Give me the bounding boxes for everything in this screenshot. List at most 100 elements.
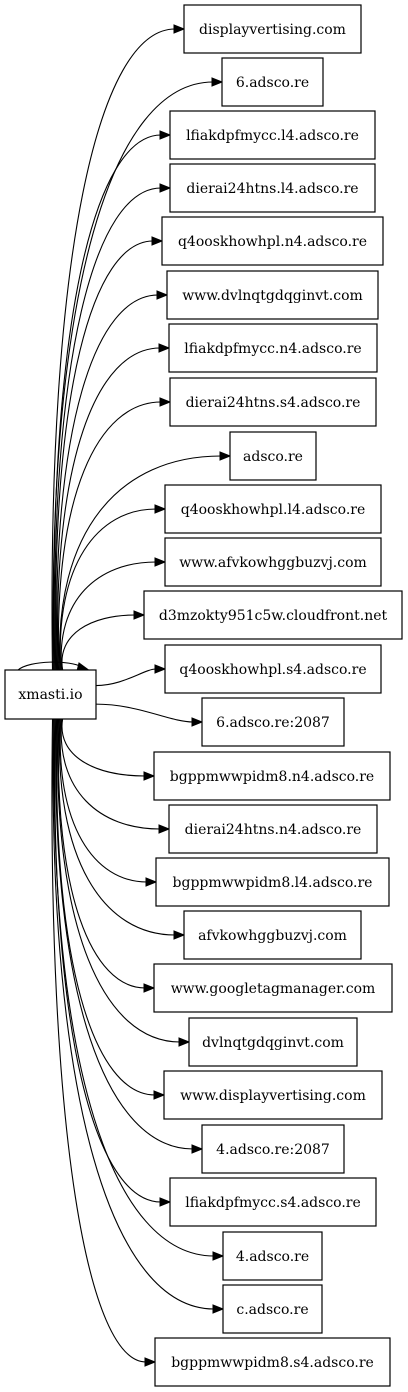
- edge-layer: [17, 24, 232, 1367]
- target-node[interactable]: bgppmwwpidm8.n4.adsco.re: [153, 751, 391, 801]
- edge-line: [95, 703, 194, 723]
- target-node[interactable]: d3mzokty951c5w.cloudfront.net: [143, 590, 403, 640]
- edge-line: [57, 718, 146, 989]
- target-node-box: [229, 431, 317, 481]
- edge-line: [61, 718, 146, 777]
- target-node-box: [169, 163, 376, 213]
- edge-line: [57, 401, 162, 671]
- target-node[interactable]: displayvertising.com: [183, 4, 362, 54]
- target-node-label: dierai24htns.s4.adsco.re: [186, 395, 361, 411]
- edge-line: [51, 28, 176, 671]
- target-node-box: [168, 323, 378, 373]
- arrow-head-icon: [154, 504, 167, 514]
- target-node[interactable]: dierai24htns.s4.adsco.re: [169, 377, 377, 427]
- arrow-head-icon: [143, 983, 156, 993]
- target-node-box: [169, 377, 377, 427]
- arrow-head-icon: [211, 77, 224, 87]
- edge-line: [54, 187, 162, 671]
- target-node[interactable]: 4.adsco.re:2087: [201, 1124, 345, 1174]
- arrow-head-icon: [212, 1251, 225, 1261]
- arrow-head-icon: [158, 343, 171, 353]
- arrow-head-icon: [219, 451, 232, 461]
- arrow-head-icon: [191, 717, 204, 727]
- target-node[interactable]: c.adsco.re: [222, 1284, 323, 1334]
- target-node-box: [201, 697, 345, 747]
- self-loop-edge: [17, 661, 83, 671]
- target-node-label: 6.adsco.re:2087: [216, 715, 330, 731]
- target-node-label: lfiakdpfmycc.l4.adsco.re: [186, 128, 359, 144]
- target-node-label: dvlnqtgdqginvt.com: [202, 1035, 344, 1051]
- target-node[interactable]: lfiakdpfmycc.n4.adsco.re: [168, 323, 378, 373]
- arrow-head-icon: [144, 1357, 157, 1367]
- source-node[interactable]: xmasti.io: [4, 669, 97, 720]
- target-node[interactable]: bgppmwwpidm8.s4.adsco.re: [154, 1337, 391, 1387]
- edge-line: [57, 718, 181, 1043]
- target-node-box: [166, 270, 379, 320]
- target-node[interactable]: q4ooskhowhpl.s4.adsco.re: [164, 644, 382, 694]
- edge-line: [53, 134, 162, 671]
- target-node[interactable]: afvkowhggbuzvj.com: [183, 910, 362, 960]
- target-node-label: bgppmwwpidm8.l4.adsco.re: [173, 875, 373, 891]
- target-node-box: [154, 1337, 391, 1387]
- arrow-head-icon: [154, 557, 167, 567]
- target-node[interactable]: 6.adsco.re:2087: [201, 697, 345, 747]
- target-node-label: q4ooskhowhpl.s4.adsco.re: [179, 662, 366, 678]
- target-node[interactable]: lfiakdpfmycc.s4.adsco.re: [169, 1177, 377, 1227]
- target-node-box: [161, 216, 384, 266]
- arrow-head-icon: [178, 1037, 191, 1047]
- target-node[interactable]: dvlnqtgdqginvt.com: [188, 1017, 358, 1067]
- target-node-label: bgppmwwpidm8.s4.adsco.re: [171, 1355, 374, 1371]
- target-node-label: www.afvkowhggbuzvj.com: [179, 555, 367, 571]
- arrow-head-icon: [191, 1144, 204, 1154]
- arrow-head-icon: [153, 1090, 166, 1100]
- target-node[interactable]: dierai24htns.n4.adsco.re: [168, 804, 378, 854]
- target-node-label: dierai24htns.l4.adsco.re: [186, 181, 358, 197]
- target-node[interactable]: 4.adsco.re: [222, 1231, 323, 1281]
- target-node[interactable]: www.googletagmanager.com: [153, 963, 393, 1013]
- target-node[interactable]: lfiakdpfmycc.l4.adsco.re: [169, 110, 376, 160]
- target-node[interactable]: q4ooskhowhpl.n4.adsco.re: [161, 216, 384, 266]
- arrow-head-icon: [151, 236, 164, 246]
- target-node[interactable]: www.afvkowhggbuzvj.com: [164, 537, 382, 587]
- target-node-label: d3mzokty951c5w.cloudfront.net: [159, 608, 388, 624]
- target-node-label: www.dvlnqtgdqginvt.com: [182, 288, 363, 304]
- target-node-label: lfiakdpfmycc.n4.adsco.re: [184, 341, 361, 357]
- target-node-box: [201, 1124, 345, 1174]
- arrow-head-icon: [159, 130, 172, 140]
- edge-line: [95, 668, 157, 687]
- edge-line: [55, 718, 194, 1150]
- target-node[interactable]: www.dvlnqtgdqginvt.com: [166, 270, 379, 320]
- arrow-head-icon: [158, 824, 171, 834]
- target-node-label: q4ooskhowhpl.l4.adsco.re: [181, 502, 366, 518]
- edge-line: [52, 718, 215, 1310]
- target-node[interactable]: www.displayvertising.com: [163, 1070, 383, 1120]
- arrow-head-icon: [156, 290, 169, 300]
- arrow-head-icon: [173, 24, 186, 34]
- target-node-box: [221, 57, 324, 107]
- target-node-label: dierai24htns.n4.adsco.re: [185, 822, 362, 838]
- edge-line: [56, 347, 161, 671]
- source-node-box: [4, 669, 97, 720]
- target-node-box: [222, 1284, 323, 1334]
- target-node[interactable]: q4ooskhowhpl.l4.adsco.re: [164, 484, 382, 534]
- target-node[interactable]: dierai24htns.l4.adsco.re: [169, 163, 376, 213]
- target-node-box: [222, 1231, 323, 1281]
- target-node-box: [183, 4, 362, 54]
- edge-line: [61, 614, 136, 671]
- arrow-head-icon: [133, 610, 146, 620]
- target-node-box: [168, 804, 378, 854]
- target-node-box: [183, 910, 362, 960]
- arrow-head-icon: [145, 877, 158, 887]
- arrow-head-icon: [212, 1304, 225, 1314]
- target-node[interactable]: bgppmwwpidm8.l4.adsco.re: [155, 857, 390, 907]
- target-node[interactable]: 6.adsco.re: [221, 57, 324, 107]
- edge-line: [59, 508, 157, 671]
- arrow-head-icon: [154, 664, 167, 674]
- target-node-label: 4.adsco.re:2087: [216, 1142, 330, 1158]
- edge-line: [51, 718, 147, 1363]
- target-node[interactable]: adsco.re: [229, 431, 317, 481]
- edge-line: [56, 718, 156, 1096]
- target-node-box: [169, 110, 376, 160]
- target-node-label: 6.adsco.re: [236, 75, 309, 91]
